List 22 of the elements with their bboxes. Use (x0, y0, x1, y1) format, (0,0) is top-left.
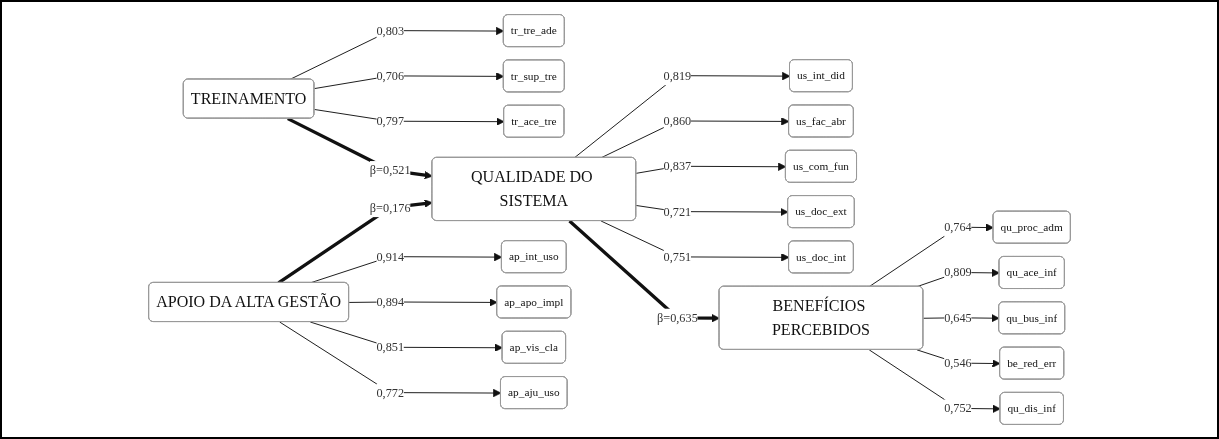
edge-label: 0,645 (944, 310, 972, 325)
edge-label: 0,809 (944, 265, 972, 280)
edge-label: 0,819 (663, 68, 692, 83)
edge-label: 0,751 (663, 249, 692, 264)
edge-label: 0,894 (376, 294, 405, 309)
edge-label: β=0,176 (369, 200, 411, 215)
edge-label: 0,772 (376, 385, 405, 400)
edge-label: 0,797 (376, 113, 405, 129)
edge-label: β=0,521 (369, 162, 411, 178)
edge-label: 0,721 (663, 204, 692, 219)
edge-label: 0,546 (944, 355, 972, 370)
edge-label: 0,752 (944, 401, 972, 416)
edge-label: 0,837 (663, 158, 692, 174)
arrow (568, 219, 720, 323)
edge-label: 0,764 (944, 219, 972, 235)
edge-label: β=0,635 (657, 310, 698, 325)
edge-label: 0,803 (376, 23, 405, 38)
arrow (287, 117, 433, 180)
edge-label: 0,851 (376, 339, 405, 355)
edge-label: 0,860 (663, 113, 692, 128)
edge-label: 0,914 (376, 249, 405, 264)
edge-label: 0,706 (376, 68, 405, 83)
